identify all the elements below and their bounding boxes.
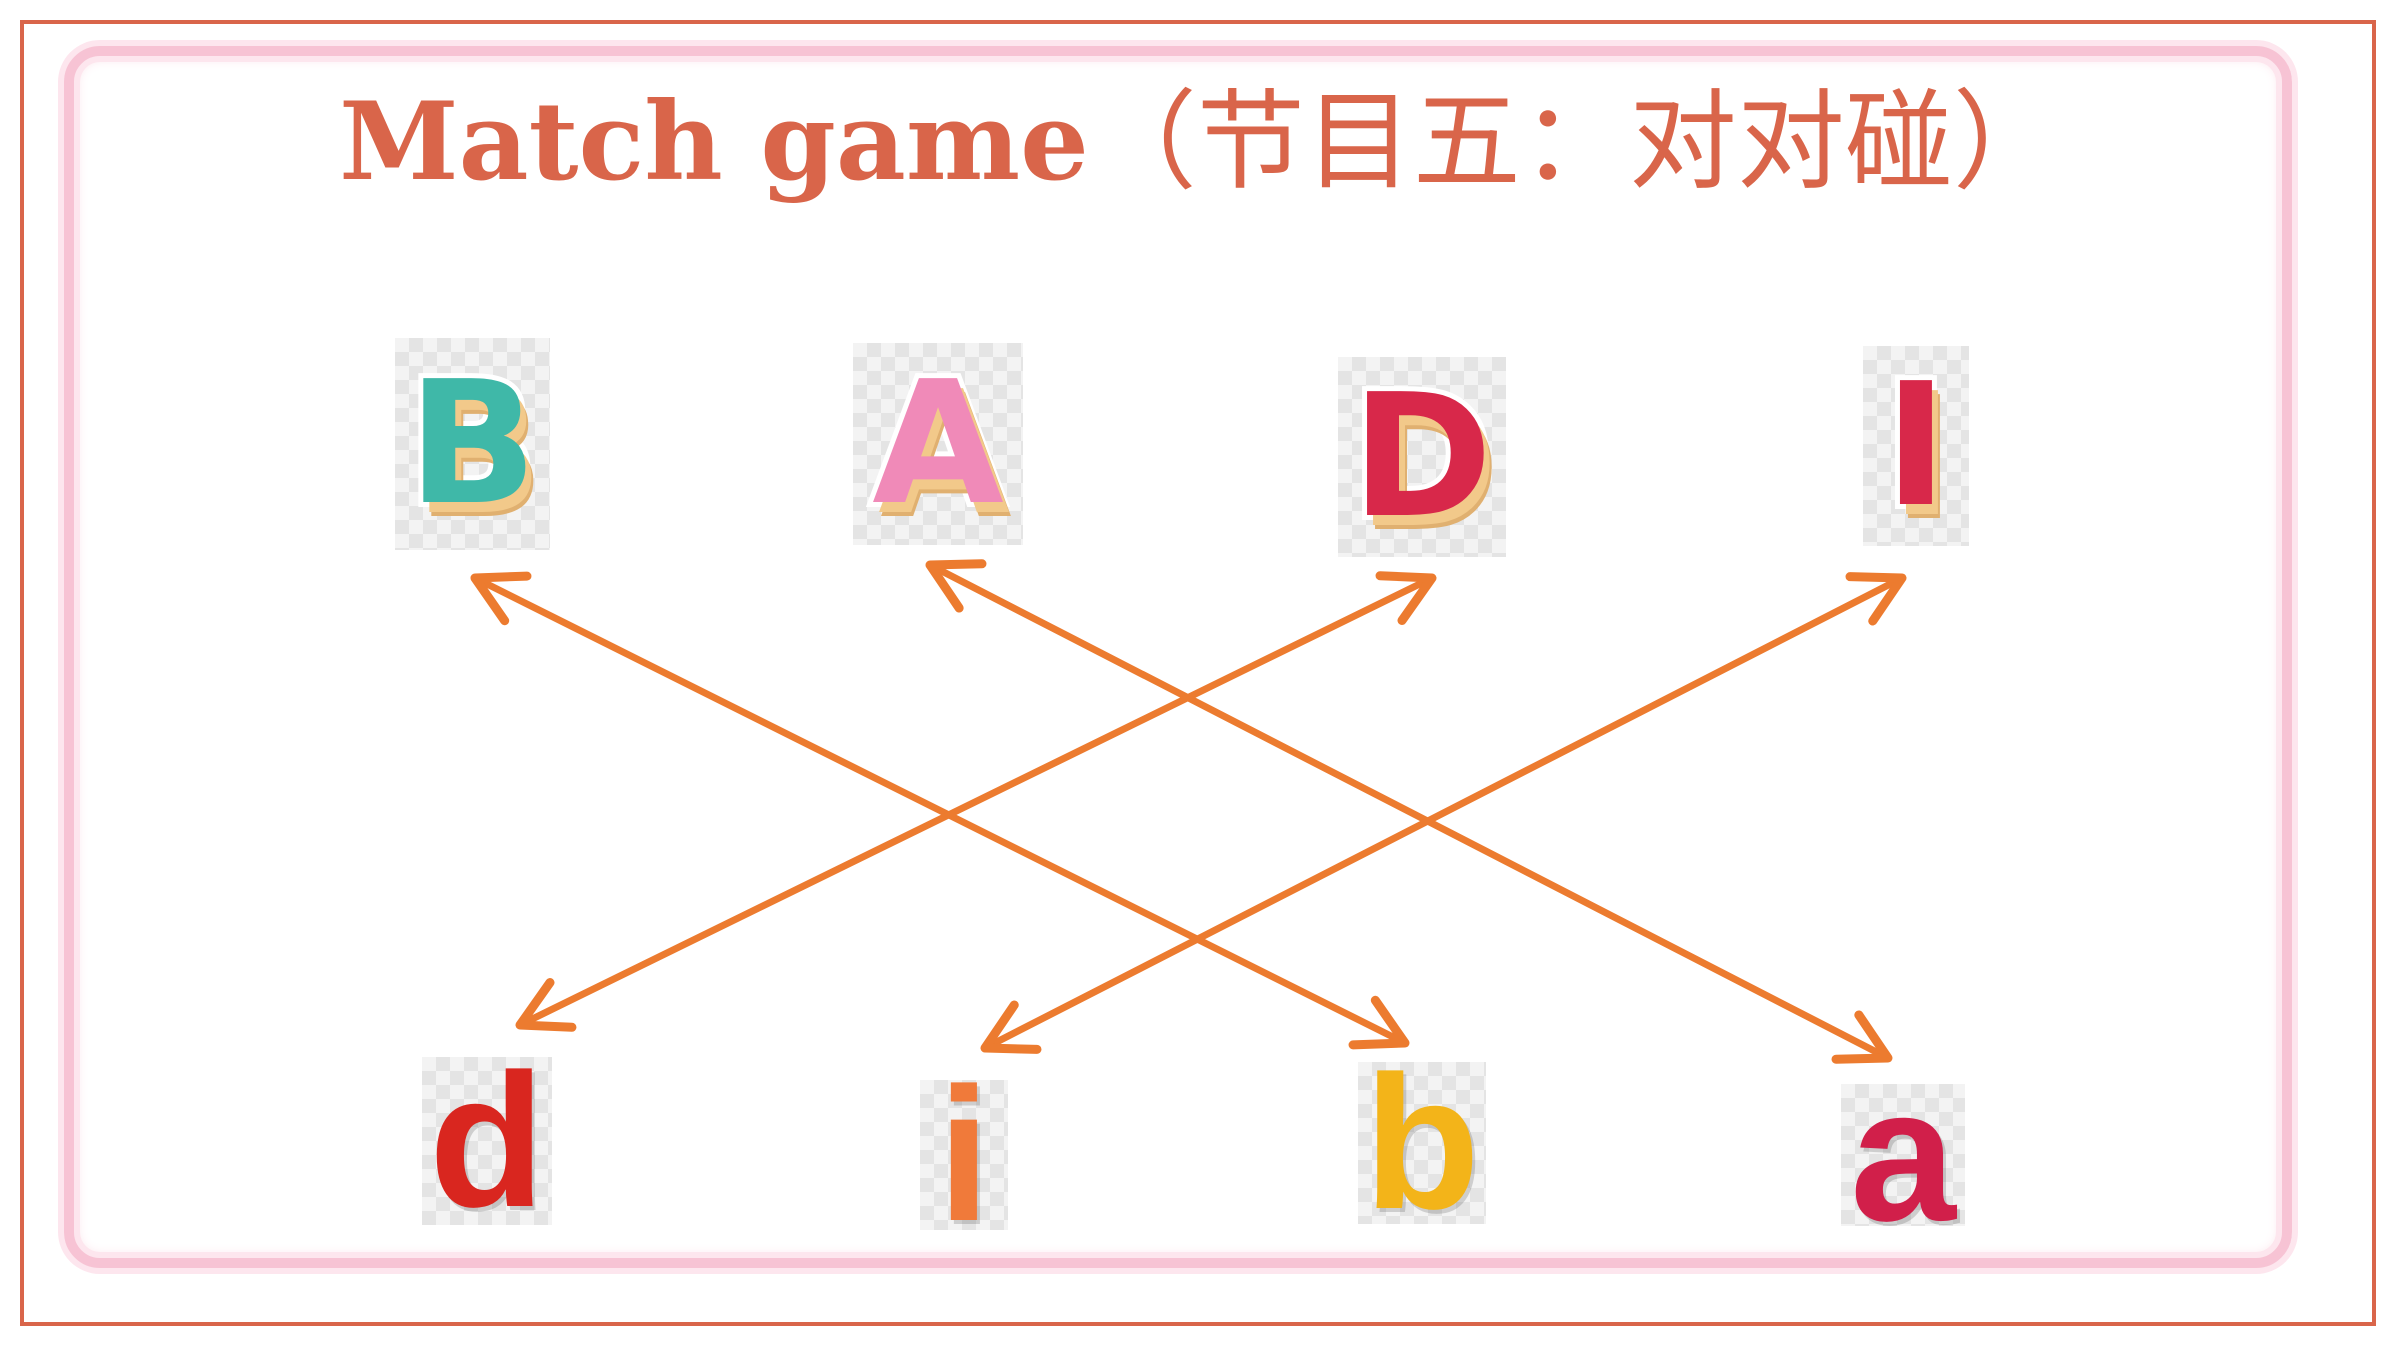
- page-title: Match game（节目五：对对碰）: [0, 72, 2400, 213]
- letter-card-lower-d[interactable]: d: [422, 1046, 552, 1236]
- letter-card-upper-i[interactable]: I: [1863, 346, 1969, 546]
- match-arrow-dd: [515, 571, 1437, 1032]
- letter-upper-d: D: [1346, 358, 1497, 556]
- letter-lower-d: d: [428, 1035, 546, 1247]
- inner-frame: [64, 46, 2292, 1268]
- title-english: Match game: [339, 79, 1089, 205]
- letter-card-lower-b[interactable]: b: [1358, 1048, 1486, 1238]
- letter-card-lower-i[interactable]: i: [920, 1060, 1008, 1250]
- match-arrow-aa: [925, 559, 1893, 1064]
- letter-upper-i: I: [1879, 347, 1952, 545]
- match-arrow-bb: [470, 571, 1410, 1050]
- letter-upper-a: A: [867, 345, 1009, 543]
- title-chinese: （节目五：对对碰）: [1088, 80, 2061, 205]
- match-arrow-ii: [980, 572, 1907, 1054]
- letter-card-upper-b[interactable]: B: [395, 338, 550, 550]
- letter-upper-b: B: [403, 345, 543, 543]
- letter-card-upper-d[interactable]: D: [1338, 357, 1506, 557]
- outer-border: [20, 20, 2376, 1326]
- letter-card-upper-a[interactable]: A: [853, 343, 1023, 545]
- letter-lower-a: a: [1850, 1049, 1956, 1261]
- letter-lower-i: i: [937, 1049, 991, 1261]
- letter-card-lower-a[interactable]: a: [1841, 1060, 1965, 1250]
- letter-lower-b: b: [1363, 1037, 1481, 1249]
